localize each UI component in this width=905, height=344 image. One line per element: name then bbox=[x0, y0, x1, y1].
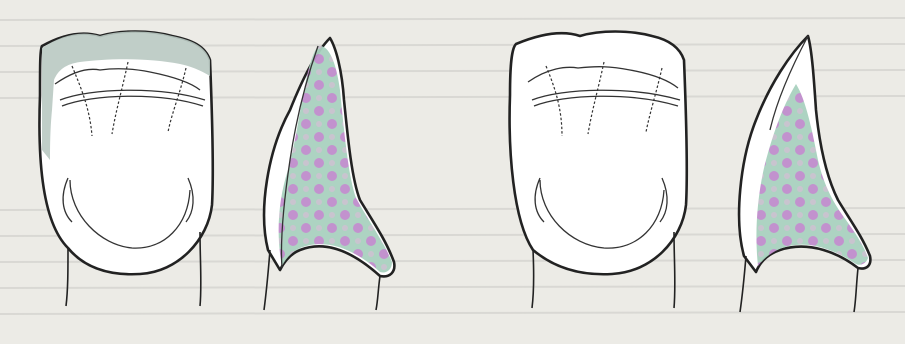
root-line-right bbox=[200, 232, 201, 306]
root-line-left bbox=[66, 248, 68, 306]
root-line-right bbox=[674, 232, 675, 308]
panel-2-proximal-view bbox=[264, 38, 394, 310]
panel-4-proximal-view bbox=[739, 36, 870, 312]
root-line bbox=[264, 250, 270, 310]
tooth-crown-outline bbox=[510, 32, 687, 275]
root-line-back bbox=[854, 268, 858, 312]
root-line bbox=[740, 256, 746, 312]
root-line-left bbox=[532, 250, 534, 308]
veneer-layer bbox=[279, 46, 392, 273]
panel-3-facial-view bbox=[510, 32, 687, 309]
root-line-back bbox=[376, 276, 380, 310]
panel-1-facial-view bbox=[39, 32, 212, 307]
